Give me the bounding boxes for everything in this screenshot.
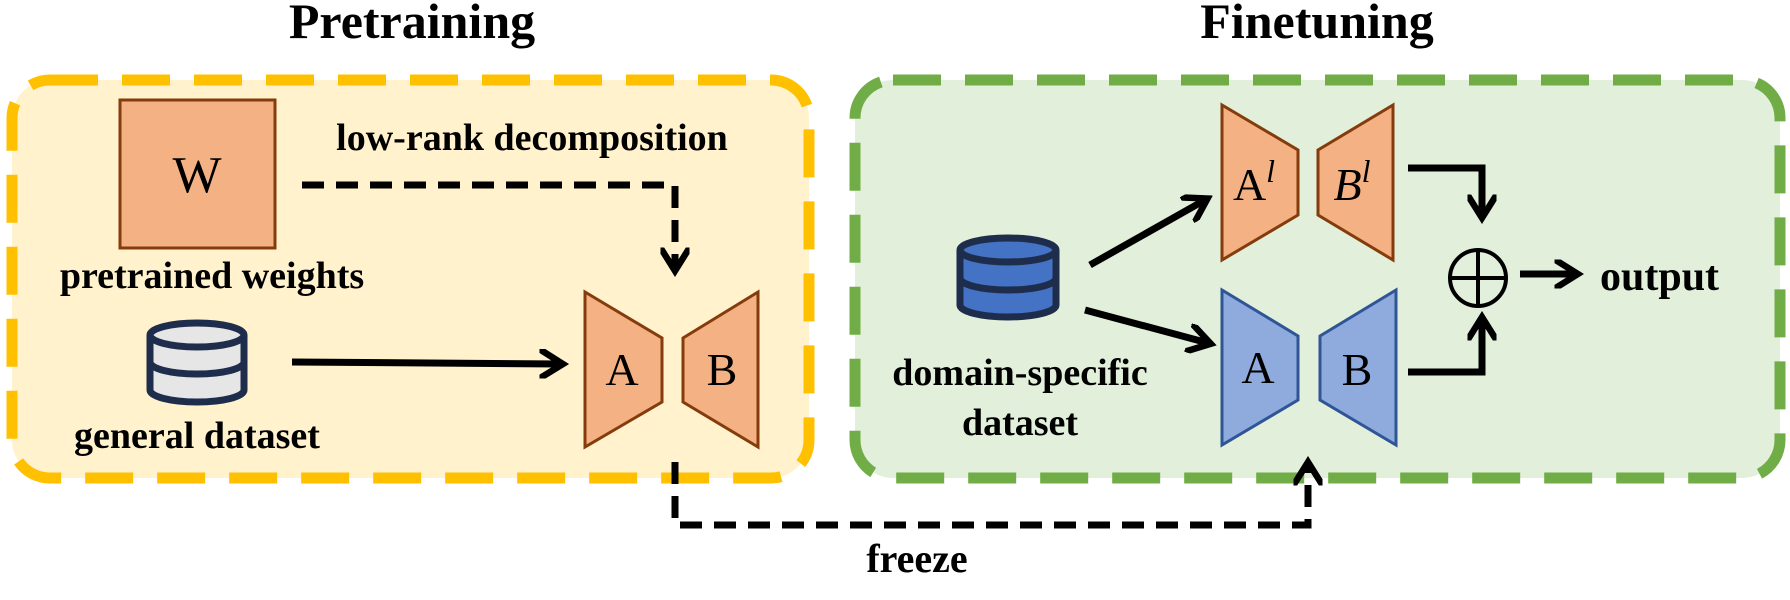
frozen-a-block <box>1220 287 1300 448</box>
lora-b-superscript: l <box>1362 153 1371 189</box>
frozen-b-block <box>1318 287 1398 448</box>
domain-dataset-caption-line1: domain-specific <box>892 352 1147 394</box>
pretrain-a-block <box>583 289 664 450</box>
lora-a-superscript: l <box>1266 153 1275 189</box>
domain-dataset-caption-line2: dataset <box>962 402 1078 444</box>
pretrain-b-block <box>681 289 760 450</box>
lora-a-label: Al <box>1233 153 1275 210</box>
lora-to-sum-arrow <box>1408 164 1482 215</box>
dataset-to-lora-arrow <box>1088 200 1205 269</box>
lora-b-block <box>1316 102 1395 263</box>
pretraining-heading: Pretraining <box>289 0 535 49</box>
finetuning-heading: Finetuning <box>1200 0 1433 49</box>
dataset-to-ab-arrow <box>291 362 560 364</box>
dataset-to-frozen-arrow <box>1084 306 1208 343</box>
general-dataset-icon <box>146 319 248 406</box>
weights-caption: pretrained weights <box>60 255 364 297</box>
frozen-b-label: B <box>1342 344 1373 395</box>
weights-matrix-label: W <box>172 147 221 204</box>
domain-dataset-icon <box>956 234 1060 321</box>
lora-b-label: Bl <box>1334 153 1371 210</box>
weights-matrix <box>118 98 277 250</box>
output-label: output <box>1600 254 1719 300</box>
lora-a-block <box>1220 102 1300 263</box>
freeze-arrow <box>671 462 1308 529</box>
decomposition-label: low-rank decomposition <box>336 117 728 159</box>
finetuning-panel <box>849 74 1786 484</box>
pretrain-a-label: A <box>605 344 638 395</box>
frozen-a-label: A <box>1241 342 1274 393</box>
pretrain-b-label: B <box>707 344 738 395</box>
frozen-to-sum-arrow <box>1408 320 1482 376</box>
freeze-label: freeze <box>866 536 967 581</box>
decomposition-arrow <box>302 181 675 268</box>
sum-symbol <box>1448 248 1508 308</box>
general-dataset-caption: general dataset <box>74 415 320 457</box>
